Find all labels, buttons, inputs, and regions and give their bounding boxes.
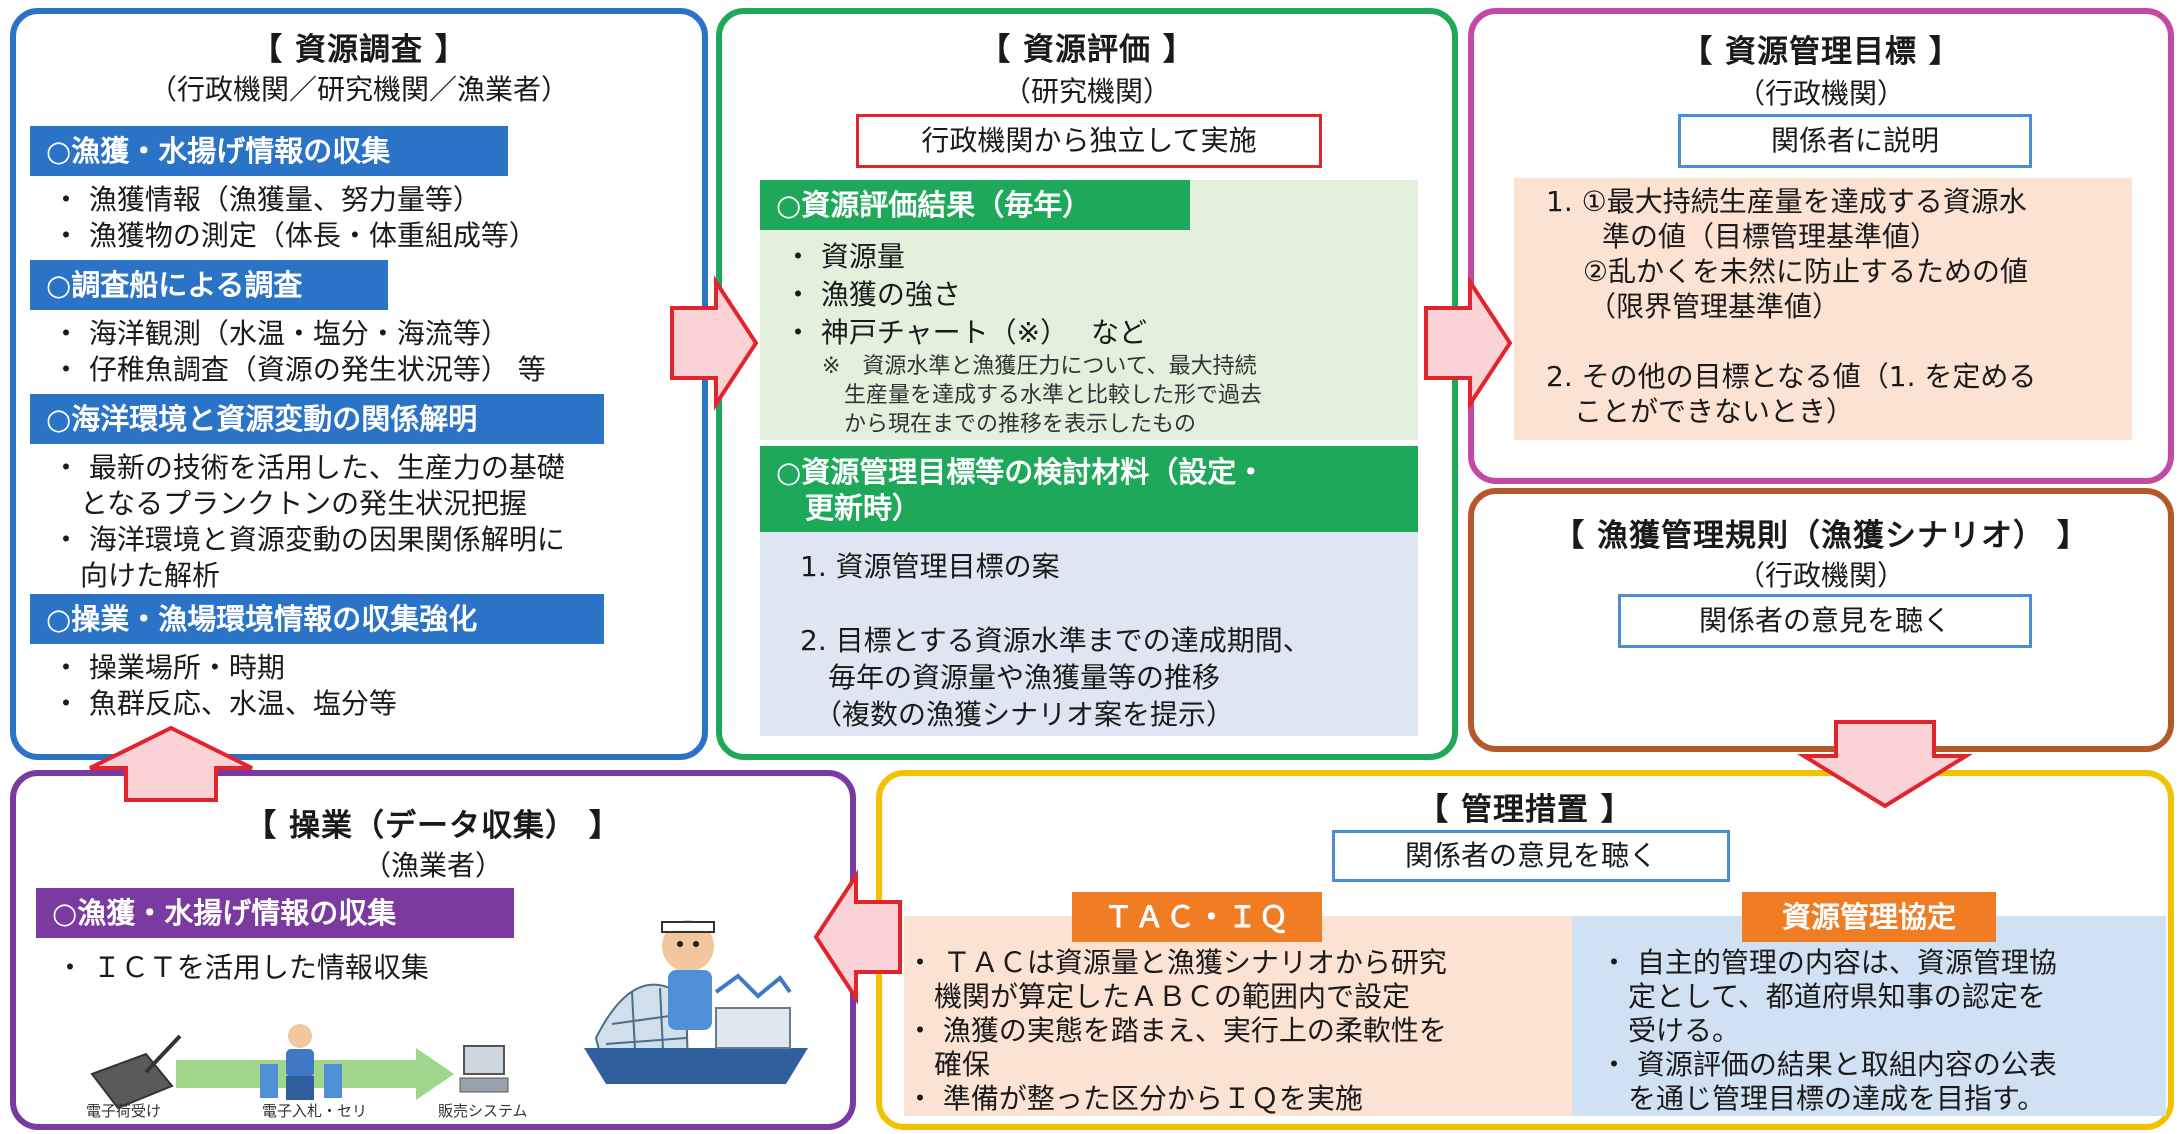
survey-subtitle: （行政機関／研究機関／漁業者）: [148, 73, 569, 106]
target-subtitle: （行政機関）: [1736, 77, 1905, 110]
survey-header-operation: ○操業・漁場環境情報の収集強化: [30, 594, 604, 644]
flow-label-sales: 販売システム: [438, 1102, 528, 1120]
boat-icon: [584, 973, 808, 1084]
agreement-panel: [1572, 916, 2166, 1116]
arrow-rule-to-measures: [1796, 720, 1974, 809]
survey-header-catch: ○漁獲・水揚げ情報の収集: [30, 126, 508, 176]
assessment-box: 【 資源評価 】 （研究機関） 行政機関から独立して実施 ○資源評価結果（毎年）…: [716, 8, 1458, 760]
rule-subtitle: （行政機関）: [1736, 559, 1905, 592]
flow-label-auction: 電子入札・セリ: [262, 1102, 367, 1120]
agreement-header: 資源管理協定: [1742, 892, 1996, 942]
operation-box: 【 操業（データ収集） 】 （漁業者） ○漁獲・水揚げ情報の収集 ・ ＩＣＴを活…: [10, 770, 856, 1130]
target-box: 【 資源管理目標 】 （行政機関） 関係者に説明 1. ①最大持続生産量を達成す…: [1468, 8, 2174, 484]
survey-box: 【 資源調査 】 （行政機関／研究機関／漁業者） ○漁獲・水揚げ情報の収集 ・ …: [10, 8, 708, 760]
target-explain-box: 関係者に説明: [1678, 114, 2032, 168]
assessment-title: 【 資源評価 】: [979, 32, 1195, 68]
arrow-measures-to-operation: [813, 869, 902, 1005]
arrow-survey-to-assessment: [670, 275, 759, 411]
operation-subtitle: （漁業者）: [362, 849, 503, 882]
survey-lines-operation: ・ 操業場所・時期 ・ 魚群反応、水温、塩分等: [52, 651, 397, 720]
rule-title: 【 漁獲管理規則（漁獲シナリオ） 】: [1553, 518, 2089, 554]
tablet-icon: [90, 1034, 182, 1110]
auction-worker-icon: [260, 1024, 342, 1100]
tac-lines: ・ ＴＡＣは資源量と漁獲シナリオから研究 機関が算定したＡＢＣの範囲内で設定 ・…: [906, 946, 1447, 1115]
fisherman-icon: [661, 920, 715, 1030]
measures-box: 【 管理措置 】 関係者の意見を聴く ＴＡＣ・ＩＱ ・ ＴＡＣは資源量と漁獲シナ…: [876, 770, 2174, 1130]
kobe-chart-note: ※ 資源水準と漁獲圧力について、最大持続 生産量を達成する水準と比較した形で過去…: [822, 354, 1263, 437]
tac-panel: [904, 916, 1590, 1116]
arrow-operation-to-survey: [89, 725, 253, 802]
operation-title: 【 操業（データ収集） 】: [245, 808, 621, 844]
assessment-subtitle: （研究機関）: [1002, 75, 1171, 108]
assessment-results-header: ○資源評価結果（毎年）: [760, 180, 1190, 230]
assessment-results-lines: ・ 資源量 ・ 漁獲の強さ ・ 神戸チャート（※） など: [784, 240, 1147, 349]
survey-header-ocean: ○海洋環境と資源変動の関係解明: [30, 394, 604, 444]
survey-title: 【 資源調査 】: [251, 32, 467, 68]
target-lines: 1. ①最大持続生産量を達成する資源水 準の値（目標管理基準値） ②乱かくを未然…: [1546, 185, 2037, 428]
survey-lines-ocean: ・ 最新の技術を活用した、生産力の基礎 となるプランクトンの発生状況把握 ・ 海…: [52, 451, 565, 592]
rule-listen-box: 関係者の意見を聴く: [1618, 594, 2032, 648]
rule-box: 【 漁獲管理規則（漁獲シナリオ） 】 （行政機関） 関係者の意見を聴く: [1468, 488, 2174, 752]
measures-listen-box: 関係者の意見を聴く: [1332, 830, 1730, 882]
flow-arrow-band: [176, 1048, 454, 1100]
operation-header: ○漁獲・水揚げ情報の収集: [36, 888, 514, 938]
arrow-assessment-to-target: [1424, 275, 1513, 411]
agreement-lines: ・ 自主的管理の内容は、資源管理協 定として、都道府県知事の認定を 受ける。 ・…: [1600, 946, 2057, 1115]
operation-line: ・ ＩＣＴを活用した情報収集: [56, 951, 429, 984]
assessment-materials-header: ○資源管理目標等の検討材料（設定・ 更新時）: [760, 446, 1418, 532]
independent-box: 行政機関から独立して実施: [856, 114, 1322, 168]
survey-lines-catch: ・ 漁獲情報（漁獲量、努力量等） ・ 漁獲物の測定（体長・体重組成等）: [52, 183, 537, 252]
fisherman-boat-illustration: [584, 920, 808, 1084]
survey-header-vessel: ○調査船による調査: [30, 260, 388, 310]
sales-system-icon: [459, 1045, 509, 1093]
flow-label-receiving: 電子荷受け: [86, 1102, 161, 1120]
target-title: 【 資源管理目標 】: [1681, 34, 1961, 70]
assessment-materials-lines: 1. 資源管理目標の案 2. 目標とする資源水準までの達成期間、 毎年の資源量や…: [800, 550, 1311, 731]
target-panel: [1514, 178, 2132, 440]
measures-title: 【 管理措置 】: [1417, 792, 1633, 828]
tac-header: ＴＡＣ・ＩＱ: [1072, 892, 1322, 942]
survey-lines-vessel: ・ 海洋観測（水温・塩分・海流等） ・ 仔稚魚調査（資源の発生状況等） 等: [52, 317, 546, 386]
ict-flow-illustration: 電子荷受け 電子入札・セリ 販売システム: [86, 1024, 528, 1120]
